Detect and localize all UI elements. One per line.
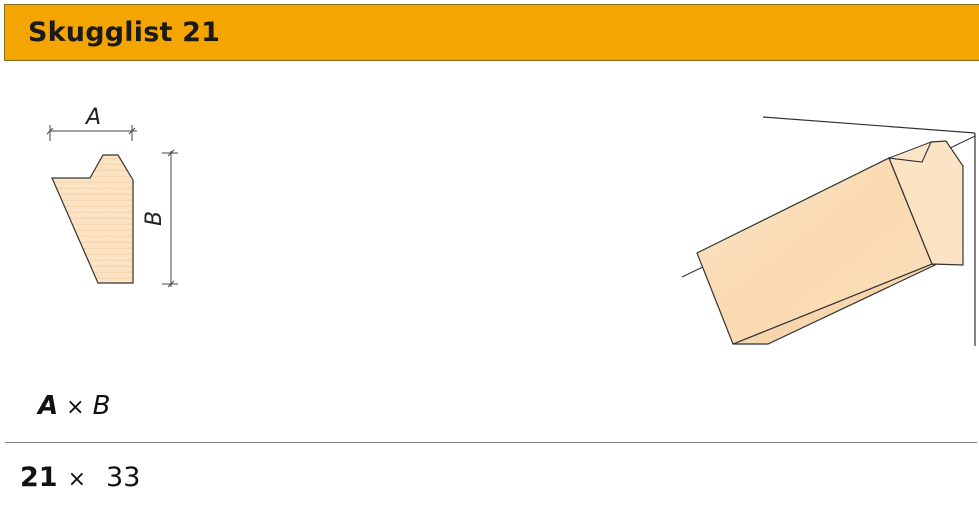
page-title: Skugglist 21	[28, 17, 221, 48]
dim-header-a: A	[38, 391, 59, 421]
dimension-values: 21 × 33	[20, 462, 140, 493]
dim-value-times: ×	[67, 467, 87, 492]
profile-shape	[51, 154, 134, 284]
profile-cross-section-drawing: A B	[46, 105, 178, 288]
dim-header-b: B	[92, 391, 111, 421]
page-header: Skugglist 21	[4, 4, 979, 61]
dim-value-a: 21	[20, 462, 58, 493]
divider	[5, 442, 977, 443]
dim-a-label: A	[84, 105, 101, 130]
dim-header-times: ×	[66, 395, 85, 420]
dim-value-b: 33	[106, 462, 141, 493]
dim-b-label: B	[142, 211, 167, 226]
dimension-header: A × B	[38, 391, 110, 421]
